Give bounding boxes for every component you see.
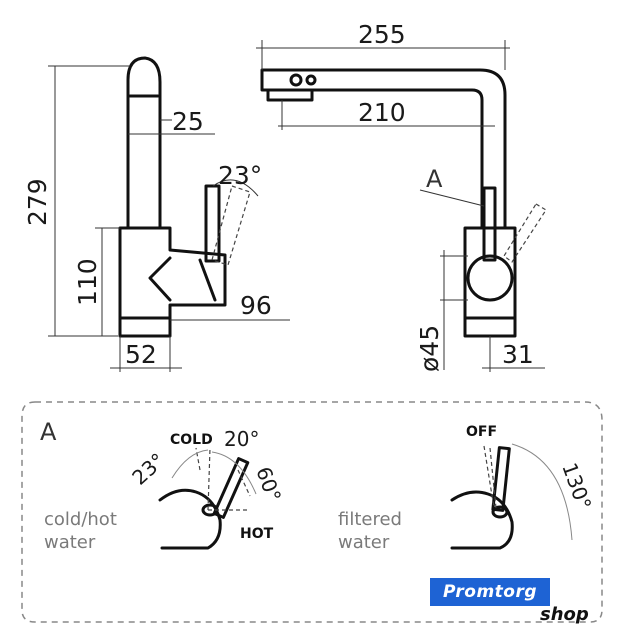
dim-210-label: 210	[358, 98, 406, 127]
front-spout-dot-2	[305, 74, 317, 86]
side-base	[118, 316, 172, 338]
mixer-dash-range	[195, 447, 251, 497]
mixer-arc-23	[171, 449, 209, 479]
dim-45-label: ø45	[415, 325, 444, 372]
logo-brand: Promtorg	[430, 578, 550, 606]
front-view: 255 210 A ø45 31	[256, 20, 547, 372]
side-spout	[126, 56, 162, 230]
dim-23-arc	[212, 179, 259, 197]
front-knob	[466, 254, 514, 302]
callout-a-leader	[419, 189, 485, 207]
filter-dash-off	[483, 445, 497, 509]
side-view: 279 110 25 23° 96 52	[23, 56, 290, 372]
detail-filter: OFF 130° filtered water	[338, 424, 596, 553]
mixer-angle-23: 23°	[127, 448, 169, 490]
front-body	[463, 226, 517, 320]
filter-caption-2: water	[338, 532, 390, 553]
front-base	[463, 316, 517, 338]
front-aerator	[266, 88, 314, 102]
callout-a-label: A	[426, 165, 443, 193]
mixer-caption-1: cold/hot	[44, 509, 117, 530]
front-filter-lever-dashed	[503, 203, 547, 263]
filter-off-label: OFF	[466, 424, 497, 440]
mixer-caption-2: water	[44, 532, 96, 553]
dim-31-label: 31	[502, 340, 534, 369]
filter-angle-130: 130°	[557, 460, 596, 513]
detail-a-label: A	[40, 418, 57, 446]
mixer-dash-vertical	[207, 447, 211, 511]
mixer-lever	[212, 457, 250, 519]
side-body	[118, 226, 227, 320]
front-spout-dot-1	[289, 73, 303, 87]
detail-mixer: COLD 20° 23° 60° HOT cold/hot water	[44, 427, 286, 553]
filter-caption-1: filtered	[338, 509, 402, 530]
filter-lever-pivot	[491, 505, 509, 519]
filter-arc-130	[511, 443, 573, 541]
front-filter-lever	[482, 186, 497, 262]
side-lever	[204, 184, 221, 263]
filter-lever	[491, 446, 511, 512]
dim-279-label: 279	[23, 178, 52, 226]
logo-suffix: shop	[540, 604, 589, 625]
dim-23-label: 23°	[218, 161, 262, 190]
mixer-cold-label: COLD	[170, 432, 213, 448]
mixer-angle-20: 20°	[224, 427, 259, 451]
mixer-arc-60	[211, 451, 257, 495]
front-spout	[260, 68, 507, 230]
dim-255-label: 255	[358, 20, 406, 49]
mixer-angle-60: 60°	[251, 464, 286, 506]
dim-25-label: 25	[172, 107, 204, 136]
mixer-hot-label: HOT	[240, 526, 274, 542]
promtorg-shop-logo: Promtorg shop	[430, 578, 610, 630]
dim-52-label: 52	[125, 340, 157, 369]
mixer-body	[158, 488, 222, 550]
side-cartridge	[148, 256, 217, 302]
dim-110-label: 110	[73, 258, 102, 306]
dim-96-label: 96	[240, 291, 272, 320]
